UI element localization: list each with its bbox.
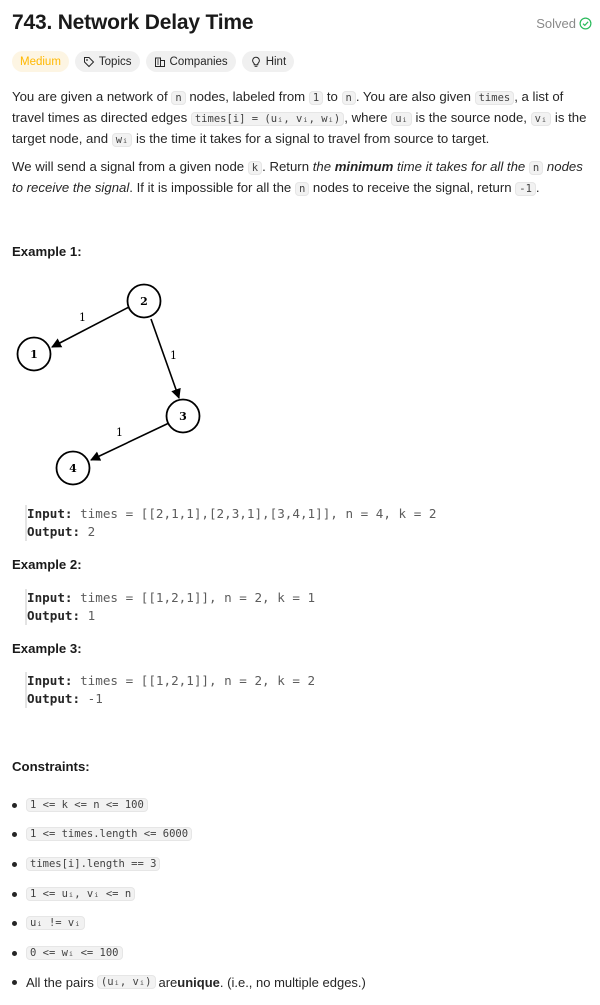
example-input-line: Input: times = [[1,2,1]], n = 2, k = 1 xyxy=(27,590,316,605)
hint-button[interactable]: Hint xyxy=(241,51,295,72)
constraint-code: times[i].length == 3 xyxy=(26,856,161,871)
graph-node: 4 xyxy=(55,450,91,486)
example-1-code: Input: times = [[2,1,1],[2,3,1],[3,4,1]]… xyxy=(27,505,436,541)
constraint-code: uᵢ != vᵢ xyxy=(26,916,85,931)
list-item: 1 <= k <= n <= 100 xyxy=(12,790,592,820)
check-circle-icon xyxy=(579,17,592,29)
constraint-code: 0 <= wᵢ <= 100 xyxy=(26,945,123,960)
node-label: 3 xyxy=(179,410,187,423)
code-n: n xyxy=(528,161,544,175)
example-output-line: Output: -1 xyxy=(27,691,103,706)
example-input-line: Input: times = [[2,1,1],[2,3,1],[3,4,1]]… xyxy=(27,506,437,521)
node-label: 1 xyxy=(30,348,38,361)
building-icon xyxy=(154,57,165,67)
code-neg-one: -1 xyxy=(515,182,536,196)
graph-node: 1 xyxy=(16,336,52,372)
problem-tags: Medium Topics Companies Hint xyxy=(12,51,295,72)
example-3-heading: Example 3: xyxy=(12,641,82,656)
edge-weight: 1 xyxy=(116,426,123,439)
edge-2-3 xyxy=(150,318,181,399)
node-label: 4 xyxy=(69,462,77,475)
lightbulb-icon xyxy=(251,56,260,67)
topics-button[interactable]: Topics xyxy=(74,51,140,72)
description-paragraph-1: You are given a network of n nodes, labe… xyxy=(12,89,587,147)
example-1-block: Input: times = [[2,1,1],[2,3,1],[3,4,1]]… xyxy=(25,505,436,541)
example-2-code: Input: times = [[1,2,1]], n = 2, k = 1 O… xyxy=(27,589,315,625)
list-item: uᵢ != vᵢ xyxy=(12,908,592,938)
list-item: All the pairs (uᵢ, vᵢ) are unique. (i.e.… xyxy=(12,968,592,998)
code-vi: vᵢ xyxy=(530,112,552,126)
graph-node: 3 xyxy=(165,398,201,434)
constraint-code: 1 <= times.length <= 6000 xyxy=(26,827,193,842)
list-item: 1 <= uᵢ, vᵢ <= n xyxy=(12,879,592,909)
solved-status: Solved xyxy=(536,16,592,31)
edge-weight: 1 xyxy=(79,311,86,324)
code-n: n xyxy=(294,182,310,196)
code-times-i: times[i] = (uᵢ, vᵢ, wᵢ) xyxy=(190,112,345,126)
example-input-line: Input: times = [[1,2,1]], n = 2, k = 2 xyxy=(27,673,316,688)
code-times: times xyxy=(474,91,515,105)
code-n: n xyxy=(341,91,356,105)
solved-label: Solved xyxy=(536,15,576,31)
hint-label: Hint xyxy=(265,55,287,68)
constraints-list: 1 <= k <= n <= 100 1 <= times.length <= … xyxy=(12,790,592,997)
node-label: 2 xyxy=(140,295,148,308)
example-output-line: Output: 1 xyxy=(27,608,96,623)
example-3-code: Input: times = [[1,2,1]], n = 2, k = 2 O… xyxy=(27,672,315,708)
list-item: 1 <= times.length <= 6000 xyxy=(12,820,592,850)
constraint-code: 1 <= k <= n <= 100 xyxy=(26,797,148,812)
code-wi: wᵢ xyxy=(111,133,133,147)
constraint-code: 1 <= uᵢ, vᵢ <= n xyxy=(26,886,136,901)
example-3-block: Input: times = [[1,2,1]], n = 2, k = 2 O… xyxy=(25,672,315,708)
constraints-heading: Constraints: xyxy=(12,759,90,774)
list-item: 0 <= wᵢ <= 100 xyxy=(12,938,592,968)
problem-title[interactable]: 743. Network Delay Time xyxy=(12,11,254,34)
problem-description: You are given a network of n nodes, labe… xyxy=(12,87,594,206)
graph-node: 2 xyxy=(126,283,162,319)
example-1-graph: 1 1 1 2 1 3 4 xyxy=(16,283,201,486)
problem-header: 743. Network Delay Time Solved xyxy=(12,8,592,38)
code-ui: uᵢ xyxy=(391,112,412,126)
example-2-heading: Example 2: xyxy=(12,557,82,572)
constraint-code: (uᵢ, vᵢ) xyxy=(96,975,156,990)
code-n: n xyxy=(171,91,186,105)
edge-2-1 xyxy=(51,306,130,348)
code-k: k xyxy=(247,161,263,175)
tag-icon xyxy=(83,56,95,67)
edge-weight: 1 xyxy=(170,349,177,362)
companies-label: Companies xyxy=(169,55,228,68)
difficulty-badge: Medium xyxy=(12,51,69,72)
code-one: 1 xyxy=(308,91,324,105)
example-1-heading: Example 1: xyxy=(12,244,82,259)
example-output-line: Output: 2 xyxy=(27,524,96,539)
topics-label: Topics xyxy=(98,55,132,68)
list-item: times[i].length == 3 xyxy=(12,849,592,879)
companies-button[interactable]: Companies xyxy=(145,51,236,72)
example-2-block: Input: times = [[1,2,1]], n = 2, k = 1 O… xyxy=(25,589,315,625)
edge-3-4 xyxy=(90,422,170,461)
description-paragraph-2: We will send a signal from a given node … xyxy=(12,159,583,196)
